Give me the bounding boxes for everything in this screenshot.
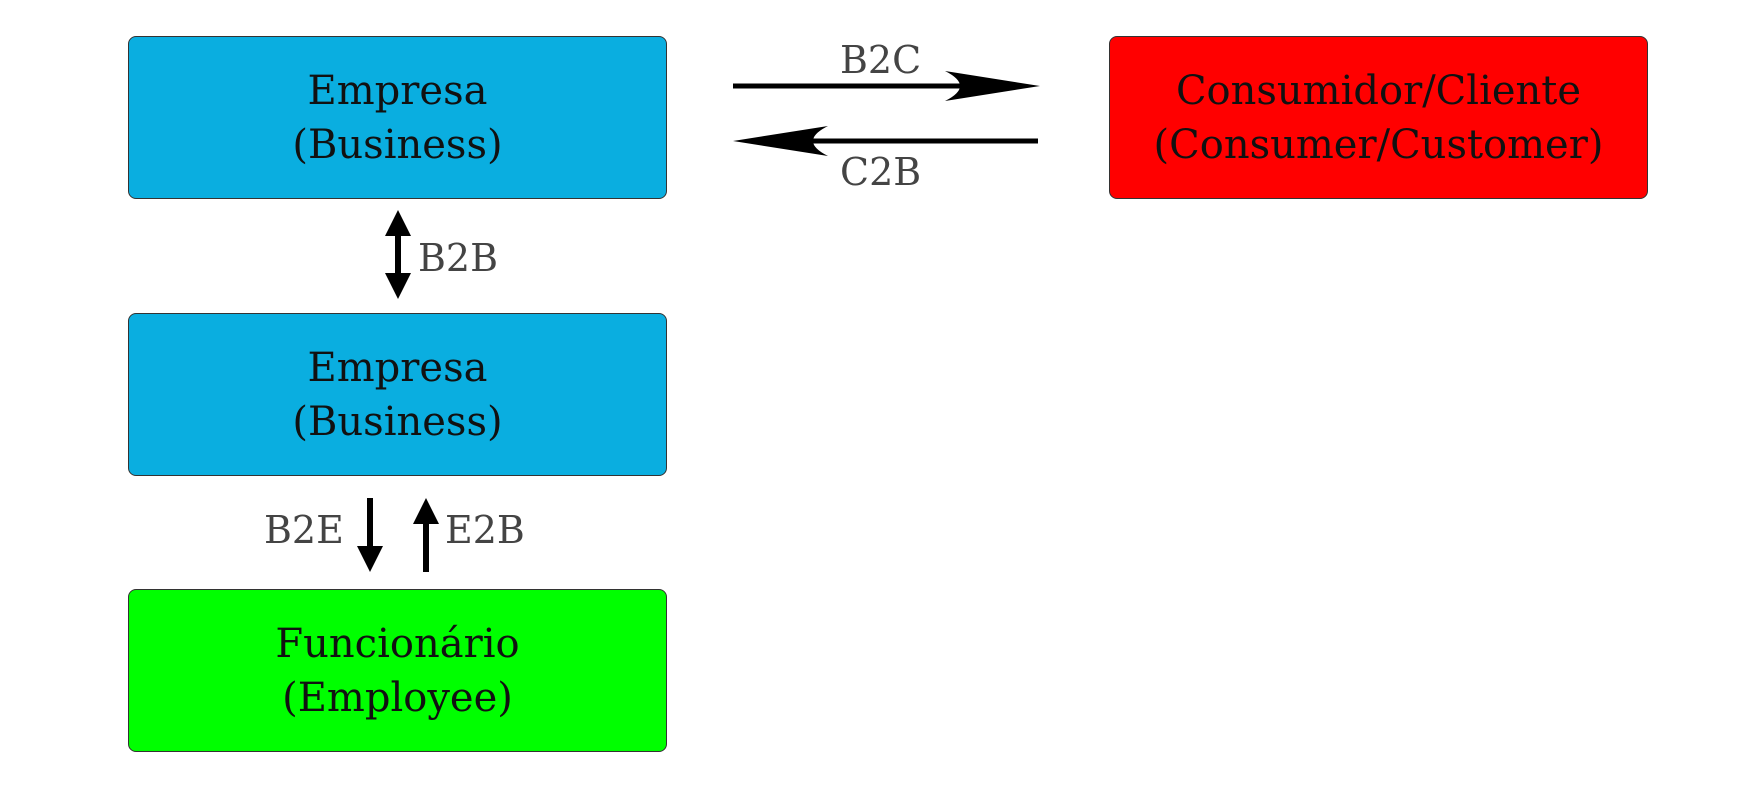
c2b-label: C2B [840,150,922,194]
consumer-node: Consumidor/Cliente (Consumer/Customer) [1109,36,1648,199]
e2b-label: E2B [445,508,525,552]
b2b-arrow [385,210,411,299]
b2e-arrow [357,498,383,572]
consumer-title: Consumidor/Cliente [1175,67,1582,114]
consumer-subtitle: (Consumer/Customer) [1153,121,1604,168]
e2b-arrow [413,498,439,572]
employee-subtitle: (Employee) [282,674,513,721]
business-node-middle: Empresa (Business) [128,313,667,476]
employee-node: Funcionário (Employee) [128,589,667,752]
b2c-arrow [733,71,1040,101]
business-middle-subtitle: (Business) [292,398,503,445]
business-middle-title: Empresa [307,344,488,391]
b2b-label: B2B [418,236,499,280]
b2e-label: B2E [264,508,344,552]
b2c-label: B2C [840,38,922,82]
business-node-top: Empresa (Business) [128,36,667,199]
business-top-subtitle: (Business) [292,121,503,168]
employee-title: Funcionário [275,620,520,667]
business-top-title: Empresa [307,67,488,114]
c2b-arrow [733,126,1038,156]
